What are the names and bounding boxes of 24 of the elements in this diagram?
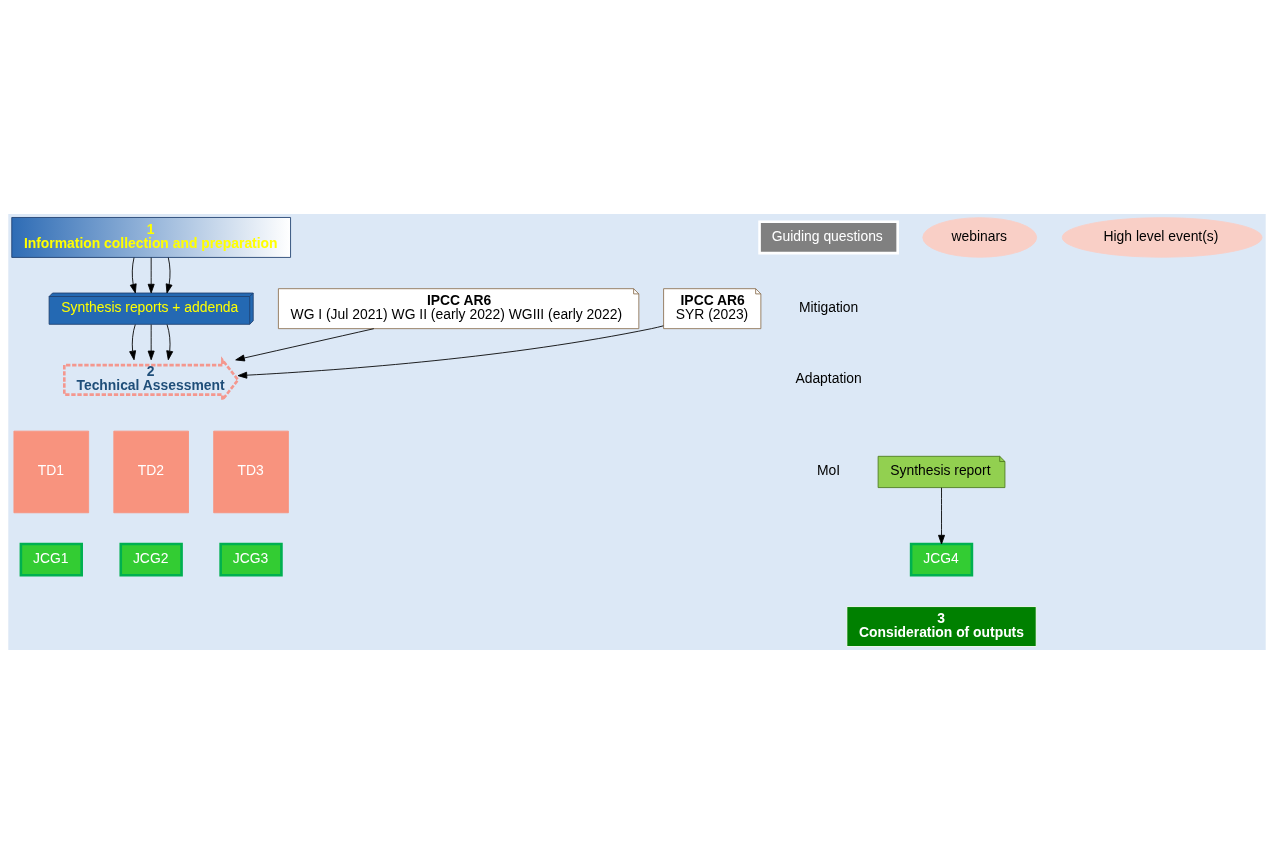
arrow (235, 327, 375, 361)
node-ellipse: webinars (922, 216, 1038, 258)
node-box: Guiding questions (758, 220, 899, 254)
label: MoI (817, 461, 841, 478)
arrow (165, 256, 173, 293)
arrow (237, 324, 664, 379)
node-box: TD2 (113, 430, 189, 513)
node-box: JCG3 (219, 542, 283, 577)
node-box: JCG1 (19, 542, 83, 577)
arrow (938, 486, 945, 544)
arrow (166, 323, 174, 360)
node-ellipse: High level event(s) (1061, 216, 1263, 258)
node-box: TD1 (13, 430, 90, 513)
node-box: JCG4 (909, 542, 974, 577)
node-box: TD3 (213, 430, 289, 513)
arrow (129, 323, 137, 360)
node-box: 1 Information collection and preparation (11, 216, 291, 258)
label: Mitigation (798, 298, 859, 315)
node-box: JCG2 (119, 542, 183, 577)
node-box: 3 Consideration of outputs (846, 605, 1037, 647)
arrow (147, 323, 155, 360)
label: Adaptation (795, 369, 862, 386)
arrow (129, 256, 137, 293)
arrow (147, 256, 155, 293)
